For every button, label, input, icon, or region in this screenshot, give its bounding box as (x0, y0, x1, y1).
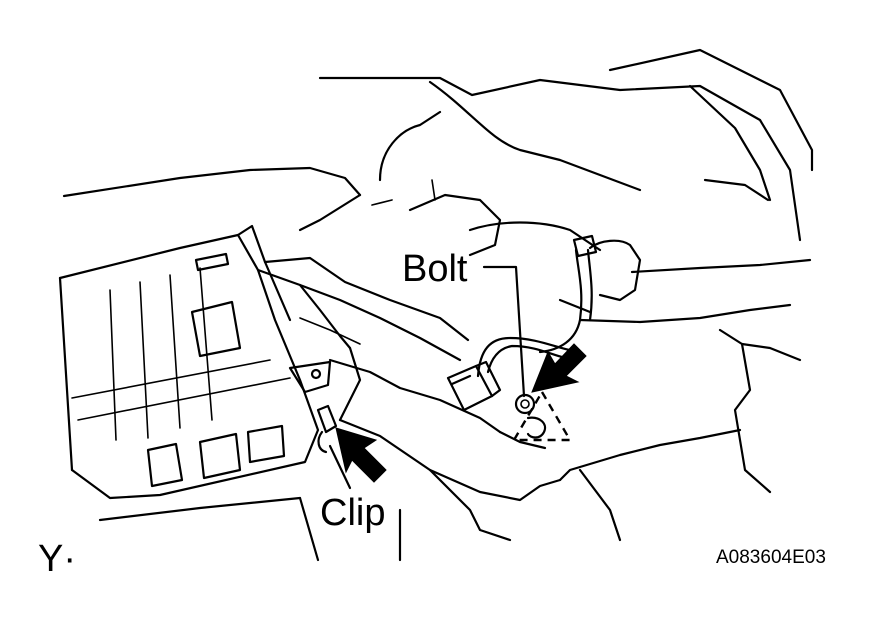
engine-components (298, 48, 814, 494)
bolt-leader-line (482, 265, 526, 398)
wire-harness (476, 234, 598, 378)
view-marker: Y· (38, 538, 76, 580)
connector-icon (446, 360, 502, 412)
clip-arrow-icon (335, 427, 387, 483)
bolt-arrow-icon (531, 343, 587, 393)
clip-label: Clip (320, 492, 386, 534)
bolt-label: Bolt (402, 248, 468, 290)
figure-code: A083604E03 (716, 547, 826, 568)
clip-leader-line (328, 444, 352, 490)
clip-icon (316, 404, 338, 454)
intake-duct (256, 256, 742, 562)
bolt-icon (511, 389, 573, 442)
air-cleaner-housing (58, 166, 362, 562)
